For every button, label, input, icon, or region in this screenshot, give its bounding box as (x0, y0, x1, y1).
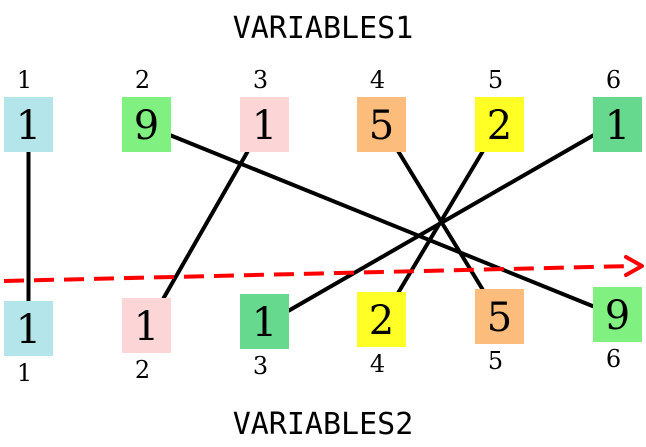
top-row-index: 6 (606, 66, 621, 94)
top-row-item-6: 16 (593, 66, 642, 152)
bottom-row-index: 3 (253, 352, 268, 380)
bottom-row-box (240, 294, 289, 349)
red-dashed-arrow (3, 255, 644, 283)
top-row-index: 1 (17, 66, 32, 94)
top-row-value: 5 (369, 103, 394, 149)
bottom-row-index: 5 (488, 347, 503, 375)
edge-2-to-6 (169, 133, 595, 309)
bottom-row-index: 4 (370, 350, 385, 378)
bottom-row-index: 2 (135, 356, 150, 384)
top-row-value: 1 (605, 103, 630, 149)
top-row-item-2: 92 (122, 66, 171, 152)
top-row-item-1: 11 (4, 66, 53, 152)
top-row-value: 1 (252, 103, 277, 149)
top-row-index: 3 (253, 66, 268, 94)
edge-6-to-3 (287, 133, 595, 313)
arrowhead-icon (624, 255, 644, 277)
bottom-row-box (4, 301, 53, 356)
top-row-box (4, 97, 53, 152)
top-row-item-4: 54 (357, 66, 406, 152)
bottom-row-value: 1 (16, 307, 41, 353)
bottom-row-item-6: 96 (593, 287, 642, 373)
bottom-row-index: 6 (606, 345, 621, 373)
top-row-value: 9 (134, 103, 159, 149)
top-row-index: 2 (135, 66, 150, 94)
dashed-line (3, 264, 633, 283)
top-row-item-3: 13 (240, 66, 289, 152)
top-row-value: 2 (487, 103, 512, 149)
top-row-value: 1 (16, 103, 41, 149)
top-row-box (357, 97, 406, 152)
top-row-box (593, 97, 642, 152)
bottom-row-box (593, 287, 642, 342)
bottom-row-value: 9 (605, 293, 630, 339)
top-row-box (122, 97, 171, 152)
bottom-title: VARIABLES2 (233, 407, 414, 442)
bottom-row-item-2: 12 (122, 298, 171, 384)
top-row-box (240, 97, 289, 152)
bottom-row-item-4: 24 (357, 292, 406, 378)
bottom-row-box (357, 292, 406, 347)
bottom-row-value: 2 (369, 298, 394, 344)
edge-3-to-2 (161, 150, 250, 300)
bottom-row-value: 5 (487, 295, 512, 341)
top-row-index: 4 (370, 66, 385, 94)
bottom-row-item-1: 11 (4, 301, 53, 387)
top-row-box (475, 97, 524, 152)
bottom-row-value: 1 (134, 304, 159, 350)
top-row-index: 5 (488, 66, 503, 94)
edges (26, 133, 595, 313)
bottom-row-box (475, 289, 524, 344)
top-row-item-5: 25 (475, 66, 524, 152)
bottom-row-index: 1 (17, 359, 32, 387)
top-title: VARIABLES1 (233, 11, 414, 46)
bottom-row-item-5: 55 (475, 289, 524, 375)
bottom-row-value: 1 (252, 300, 277, 346)
bottom-row-item-3: 13 (240, 294, 289, 380)
bottom-row-box (122, 298, 171, 353)
